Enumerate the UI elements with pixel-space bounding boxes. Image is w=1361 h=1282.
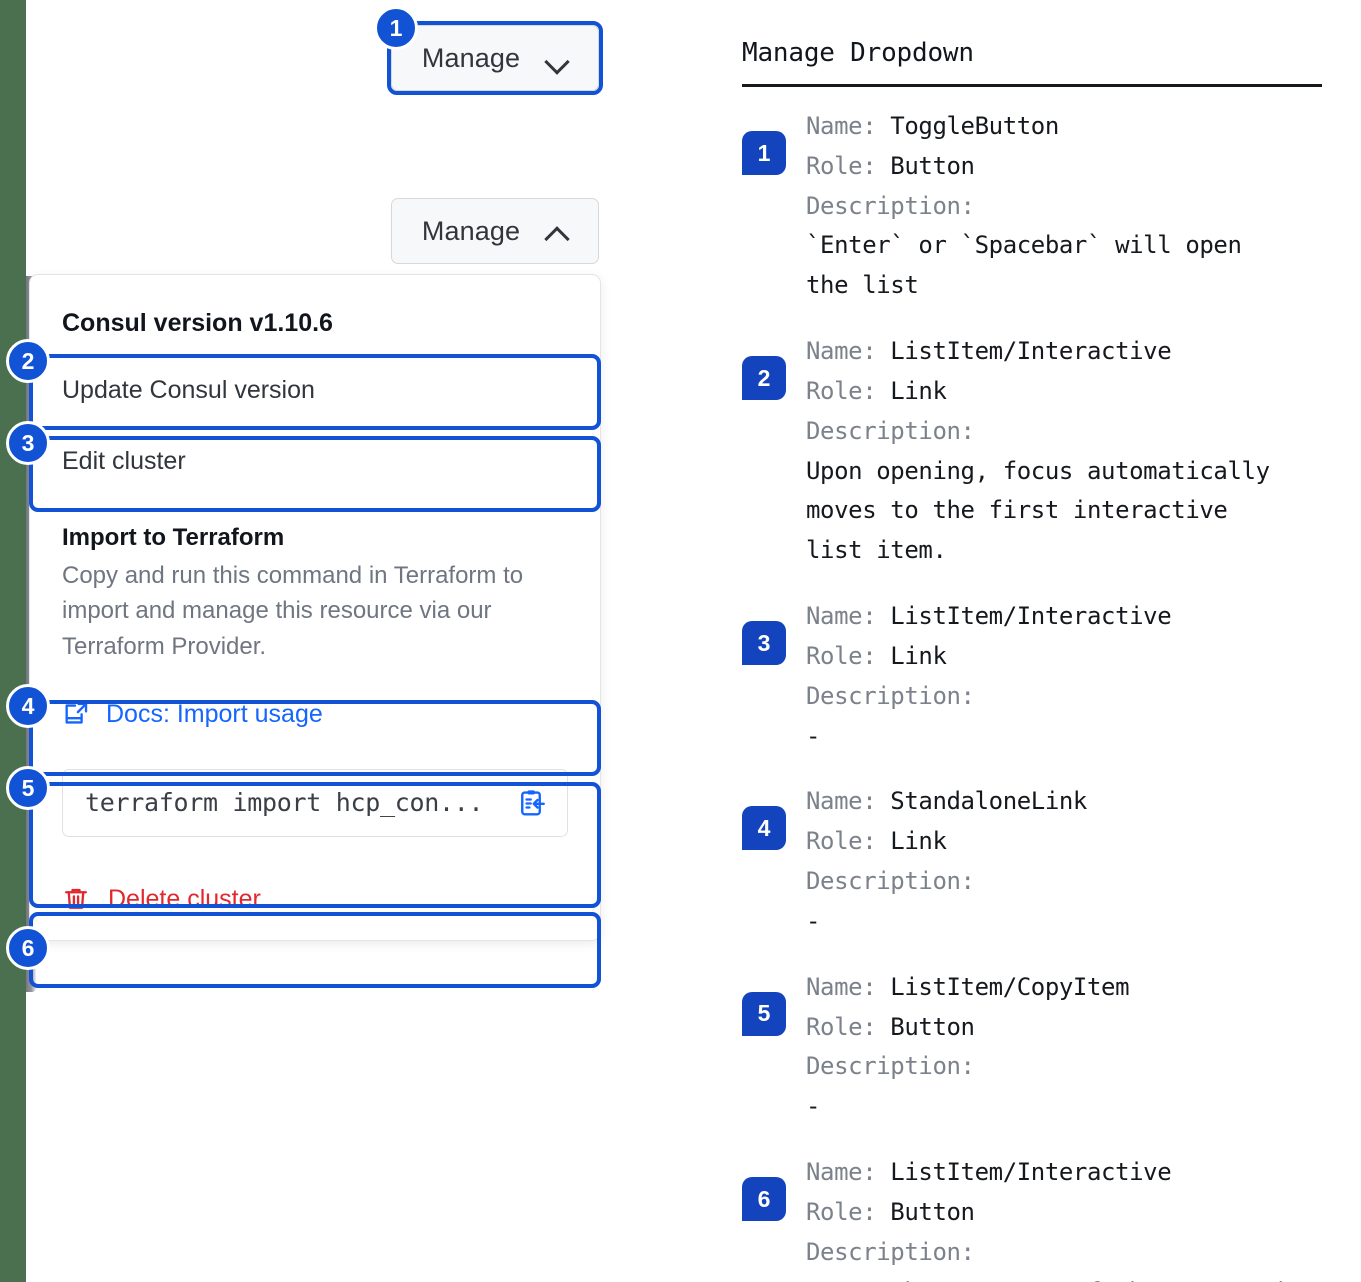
legend-role-label: Role: (806, 376, 891, 405)
legend-name: Name: StandaloneLink (806, 782, 1087, 822)
copy-command-row: terraform import hcp_con... (30, 753, 600, 863)
delete-cluster-label: Delete cluster (108, 884, 261, 913)
legend-name-value: ListItem/Interactive (890, 602, 1172, 631)
legend-description-label: Description: (806, 867, 975, 896)
manage-toggle-label-open: Manage (421, 215, 521, 246)
dropdown-header-consul-version: Consul version v1.10.6 (62, 309, 333, 337)
menu-item-docs-import-usage[interactable]: Docs: Import usage (30, 678, 600, 753)
legend-divider (742, 84, 1322, 87)
legend-role: Role: Link (806, 637, 1171, 677)
legend-description-value: Upon opening, focus automatically moves … (806, 456, 1270, 565)
menu-item-edit-cluster[interactable]: Edit cluster (62, 447, 186, 475)
legend-description-label: Description: (806, 1237, 975, 1266)
legend-pin-4: 4 (742, 806, 786, 851)
legend-name-value: StandaloneLink (890, 787, 1087, 816)
chevron-up-icon (546, 225, 568, 238)
annotation-badge-1: 1 (374, 6, 418, 50)
legend-pin-1: 1 (742, 131, 786, 175)
legend-role: Role: Link (806, 372, 1270, 412)
legend-role: Role: Link (806, 822, 1087, 862)
menu-item-delete-cluster[interactable]: Delete cluster (30, 863, 600, 940)
legend-name: Name: ListItem/Interactive (806, 597, 1172, 637)
legend-pin-6: 6 (742, 1177, 786, 1222)
legend-role-label: Role: (806, 1012, 891, 1041)
legend-role-label: Role: (806, 827, 891, 856)
legend-role-label: Role: (806, 151, 891, 180)
manage-toggle-label: Manage (421, 42, 521, 73)
legend-name: Name: ToggleButton (806, 107, 1242, 147)
legend-role: Role: Button (806, 1193, 1284, 1233)
legend-pin-2: 2 (742, 356, 786, 401)
legend-name-label: Name: (806, 337, 891, 366)
menu-item-update-consul-version[interactable]: Update Consul version (62, 376, 315, 404)
legend-name-label: Name: (806, 602, 891, 631)
terraform-import-copy-field[interactable]: terraform import hcp_con... (62, 768, 568, 837)
legend-name: Name: ListItem/CopyItem (806, 968, 1130, 1008)
legend-name-value: ListItem/Interactive (890, 337, 1172, 366)
legend-name-label: Name: (806, 112, 891, 140)
legend-description-label: Description: (806, 416, 975, 445)
annotation-badge-2: 2 (6, 339, 50, 383)
legend-name-label: Name: (806, 1158, 891, 1187)
annotation-badge-5: 5 (6, 766, 50, 810)
chevron-down-icon (546, 52, 568, 65)
legend-pin-3: 3 (742, 621, 786, 666)
legend-role-value: Button (890, 151, 975, 180)
clipboard-copy-icon[interactable] (517, 788, 547, 818)
legend-role-value: Link (890, 827, 947, 856)
legend-role-label: Role: (806, 1197, 891, 1226)
legend-role-value: Button (890, 1012, 975, 1041)
trash-icon (62, 885, 90, 913)
page-edge-strip (0, 0, 26, 1282)
legend-description-value: Next tab moves out of the menu and to th… (806, 1273, 1284, 1282)
legend-role: Role: Button (806, 147, 1242, 187)
legend-role: Role: Button (806, 1008, 1129, 1048)
docs-import-usage-label: Docs: Import usage (106, 699, 323, 728)
annotation-badge-6: 6 (6, 926, 50, 970)
legend-name: Name: ListItem/Interactive (806, 1153, 1284, 1193)
legend-name-label: Name: (806, 972, 891, 1001)
legend-role-value: Link (890, 641, 947, 670)
manage-toggle-button-closed[interactable]: Manage (391, 25, 599, 91)
section-body-import-to-terraform: Copy and run this command in Terraform t… (62, 562, 524, 660)
annotation-badge-3: 3 (6, 421, 50, 465)
section-title-import-to-terraform: Import to Terraform (62, 524, 285, 551)
legend-description-value: - (806, 906, 821, 935)
legend-name-value: ListItem/Interactive (890, 1158, 1172, 1187)
legend-description-label: Description: (806, 681, 975, 710)
legend-description-label: Description: (806, 191, 975, 220)
legend-description-value: - (806, 1092, 821, 1121)
manage-toggle-button-open[interactable]: Manage (391, 198, 599, 264)
legend-description-label: Description: (806, 1052, 975, 1081)
legend-role-value: Link (890, 376, 947, 405)
legend-name-label: Name: (806, 787, 891, 816)
legend-description-value: - (806, 721, 821, 750)
legend-role-value: Button (890, 1197, 975, 1226)
legend-pin-5: 5 (742, 991, 786, 1036)
legend-title: Manage Dropdown (742, 38, 974, 68)
legend-description-value: `Enter` or `Spacebar` will open the list (806, 231, 1242, 300)
legend-name: Name: ListItem/Interactive (806, 332, 1270, 372)
terraform-import-command-text: terraform import hcp_con... (85, 788, 484, 818)
docs-external-link-icon (62, 700, 90, 728)
legend-name-value: ToggleButton (890, 112, 1059, 140)
legend-name-value: ListItem/CopyItem (890, 972, 1130, 1001)
legend-role-label: Role: (806, 641, 891, 670)
annotation-badge-4: 4 (6, 684, 50, 728)
manage-dropdown-popover: Consul version v1.10.6 Update Consul ver… (29, 274, 601, 941)
